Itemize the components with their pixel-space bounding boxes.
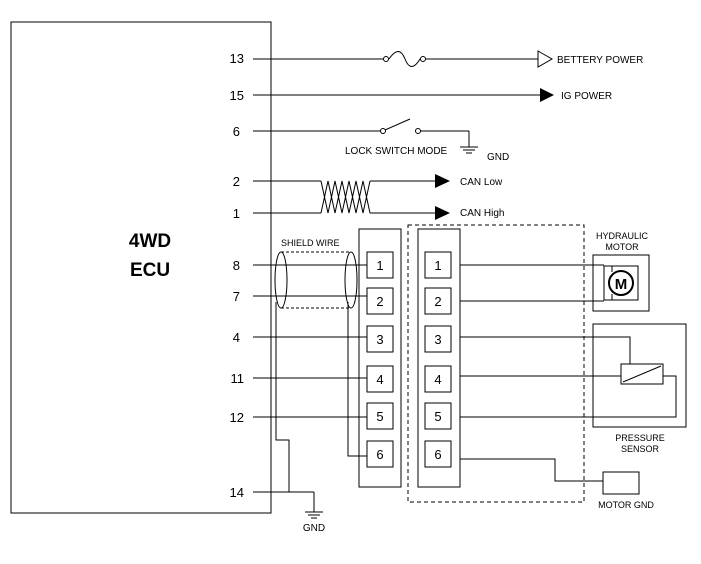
pressure-sensor-wires [460, 336, 677, 418]
switch-terminal-right [415, 128, 421, 134]
connector-right-pin-1: 1 [434, 258, 441, 273]
connector-right-pin-3: 3 [434, 332, 441, 347]
twisted-pair-b [320, 180, 371, 214]
connector-right [417, 228, 461, 488]
connector-left-pin-6: 6 [376, 447, 383, 462]
connector-left-pin-1: 1 [376, 258, 383, 273]
switch-terminal-left [380, 128, 386, 134]
connector-left-pin-4: 4 [376, 372, 383, 387]
battery-power-line [253, 50, 554, 68]
filled-arrow-icon [540, 88, 554, 102]
motor-gnd-wire [460, 458, 603, 482]
open-arrow-icon [537, 50, 554, 68]
pin-2-label: 2 [233, 174, 240, 189]
pin-4-label: 4 [233, 330, 240, 345]
pressure-sensor-diagonal [622, 365, 662, 383]
shield-ring-right [344, 251, 358, 309]
fuse-terminal-left [383, 56, 389, 62]
motor-icon [608, 270, 634, 296]
battery-power-label: BETTERY POWER [557, 55, 643, 66]
switch-blade [384, 118, 411, 131]
can-low-label: CAN Low [460, 177, 503, 188]
motor-inner-box [603, 265, 639, 301]
pressure-sensor-element [620, 363, 664, 385]
pin-15-label: 15 [230, 88, 244, 103]
ecu-title-line1: 4WD [129, 231, 171, 252]
pin-7-label: 7 [233, 289, 240, 304]
connector-left [358, 228, 402, 488]
connector-right-pin-5: 5 [434, 409, 441, 424]
fuse-symbol [388, 51, 421, 67]
motor-gnd-label: MOTOR GND [598, 500, 654, 510]
connector-right-pin-2: 2 [434, 294, 441, 309]
can-high-arrow-icon [435, 206, 450, 220]
pin-11-label: 11 [231, 371, 245, 386]
gnd-bottom-label: GND [303, 523, 325, 534]
ig-power-line [253, 88, 554, 102]
pin-6-label: 6 [233, 124, 240, 139]
hydraulic-motor-label-1: HYDRAULIC [596, 231, 649, 241]
gnd-lock-label: GND [487, 152, 509, 163]
pin-8-label: 8 [233, 258, 240, 273]
can-high-label: CAN High [460, 208, 504, 219]
motor-wires [460, 264, 613, 302]
motor-gnd-box [602, 471, 640, 495]
shield-wire-label: SHIELD WIRE [281, 238, 340, 248]
ecu-to-connector-wires [253, 264, 367, 519]
shield-ring-left [274, 251, 288, 309]
connector-right-pin-6: 6 [434, 447, 441, 462]
pressure-sensor-label-2: SENSOR [621, 444, 660, 454]
can-lines [253, 174, 450, 220]
pressure-sensor-label-1: PRESSURE [615, 433, 665, 443]
ig-power-label: IG POWER [561, 91, 612, 102]
pin-13-label: 13 [230, 51, 244, 66]
harness-dashed-boundary [407, 224, 585, 503]
motor-symbol: M [615, 276, 628, 293]
ecu-box [10, 21, 272, 514]
connector-right-pin-4: 4 [434, 372, 441, 387]
can-low-arrow-icon [435, 174, 450, 188]
connector-right-pins [424, 251, 452, 468]
lock-switch-mode-label: LOCK SWITCH MODE [345, 146, 448, 157]
connector-left-pins [366, 251, 394, 468]
pin-1-label: 1 [233, 206, 240, 221]
pin-14-label: 14 [230, 485, 244, 500]
connector-left-pin-5: 5 [376, 409, 383, 424]
ecu-title-line2: ECU [130, 260, 170, 281]
pin-12-label: 12 [230, 410, 244, 425]
hydraulic-motor-label-2: MOTOR [605, 242, 639, 252]
lock-switch-line [253, 118, 478, 154]
hydraulic-motor-box [592, 254, 650, 312]
fuse-terminal-right [420, 56, 426, 62]
shield-wire [274, 251, 358, 309]
connector-left-pin-2: 2 [376, 294, 383, 309]
connector-left-pin-3: 3 [376, 332, 383, 347]
